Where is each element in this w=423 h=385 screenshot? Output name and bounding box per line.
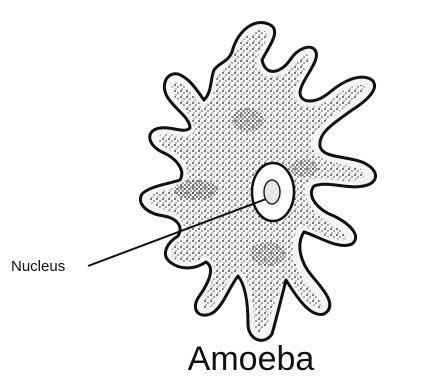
granule-cluster	[232, 108, 264, 132]
granule-cluster	[174, 180, 218, 200]
diagram-caption: Amoeba	[188, 340, 315, 378]
nucleolus	[264, 180, 280, 204]
nucleus-label: Nucleus	[11, 258, 65, 275]
granule-cluster	[250, 242, 286, 266]
nucleus	[252, 163, 294, 221]
granule-cluster	[290, 159, 318, 177]
